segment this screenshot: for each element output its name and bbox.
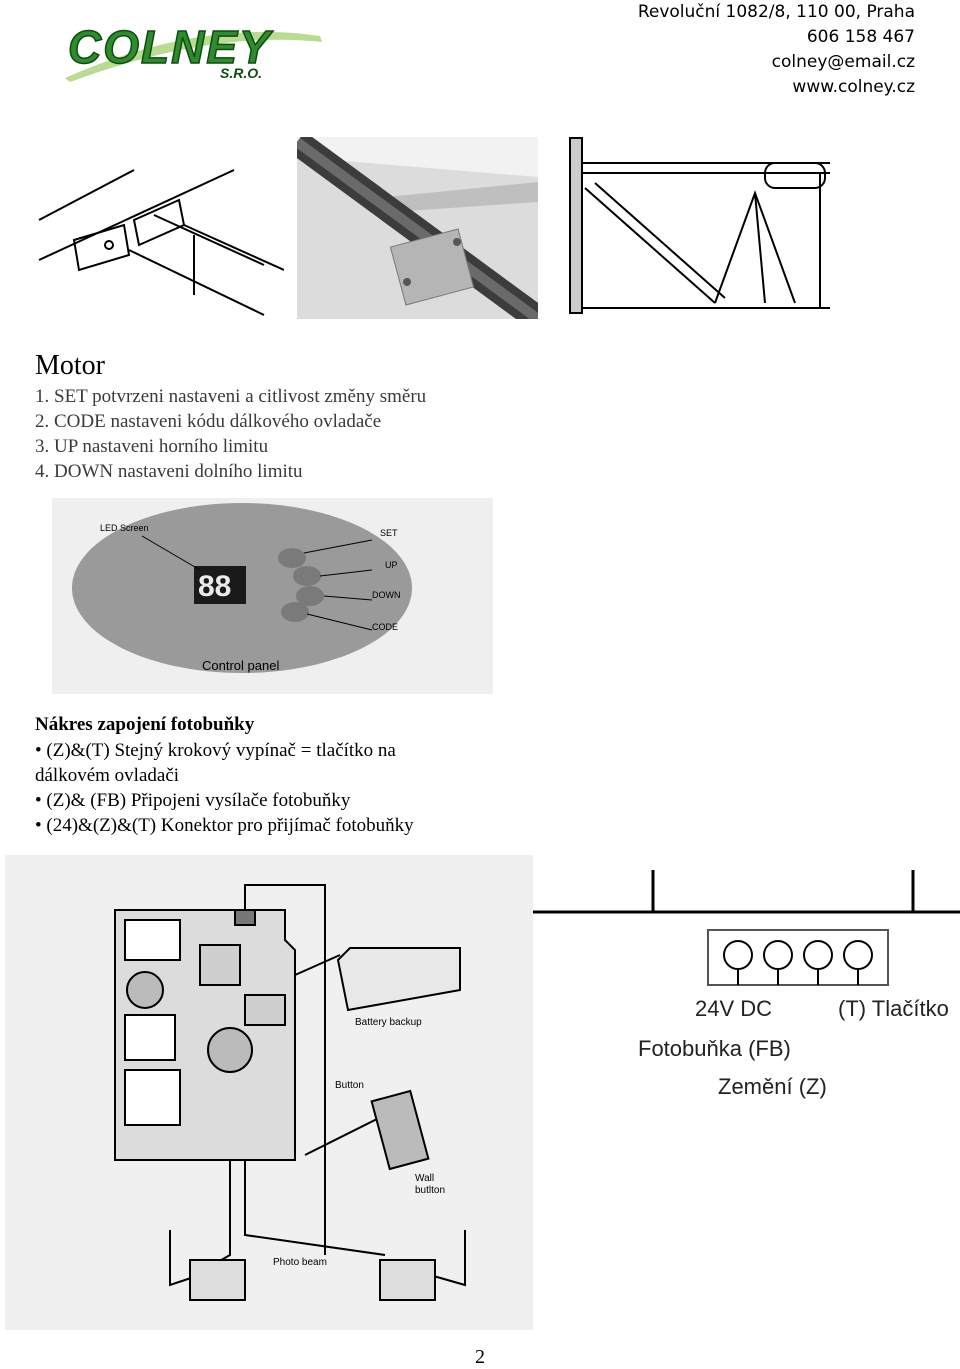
wiring-bullet-2-text: (Z)& (FB) Připojeni vysílače fotobuňky: [46, 790, 351, 811]
up-label: UP: [385, 560, 398, 570]
control-panel-caption: Control panel: [202, 658, 279, 673]
logo-graphic: COLNEY S.R.O.: [65, 20, 322, 82]
contact-info: Revoluční 1082/8, 110 00, Praha 606 158 …: [638, 0, 915, 100]
bracket-drawing: [34, 165, 285, 320]
wall-label: Wall: [415, 1173, 434, 1184]
logo-sub-text: S.R.O.: [220, 65, 262, 81]
wiring-title: Nákres zapojení fotobuňky: [35, 714, 255, 735]
terminal-diagram: 24V DC (T) Tlačítko Fotobuňka (FB) Zeměn…: [533, 860, 960, 1110]
spring-photo: [297, 137, 538, 319]
address: Revoluční 1082/8, 110 00, Praha: [637, 2, 915, 22]
label-ground: Zemění (Z): [718, 1074, 827, 1099]
label-t-button: (T) Tlačítko: [838, 996, 949, 1021]
code-label: CODE: [372, 622, 398, 632]
photo-beam-label: Photo beam: [273, 1257, 327, 1268]
motor-item-4: 4. DOWN nastaveni dolního limitu: [35, 461, 303, 482]
battery-label: Battery backup: [355, 1017, 422, 1028]
email: colney@email.cz: [771, 52, 915, 72]
wall-button-label: butlton: [415, 1185, 445, 1196]
motor-title: Motor: [35, 350, 105, 381]
wiring-bullet-1-cont: dálkovém ovladači: [35, 765, 180, 786]
phone: 606 158 467: [806, 27, 915, 47]
motor-item-2: 2. CODE nastaveni kódu dálkového ovladač…: [35, 411, 382, 432]
wiring-bullet-2: • (Z)& (FB) Připojeni vysílače fotobuňky: [35, 790, 351, 811]
down-label: DOWN: [372, 590, 401, 600]
company-logo: COLNEY S.R.O.: [60, 8, 325, 86]
logo-main-text: COLNEY: [68, 21, 274, 73]
board-wiring-diagram: Battery backup Button Wall butlton Photo…: [5, 855, 533, 1330]
set-label: SET: [380, 528, 398, 538]
page-number: 2: [475, 1346, 485, 1368]
wiring-bullet-3: • (24)&(Z)&(T) Konektor pro přijímač fot…: [35, 815, 414, 836]
wiring-bullet-3-text: (24)&(Z)&(T) Konektor pro přijímač fotob…: [46, 815, 414, 836]
led-screen-label: LED Screen: [100, 523, 149, 533]
motor-item-3: 3. UP nastaveni horního limitu: [35, 436, 269, 457]
label-photocell: Fotobuňka (FB): [638, 1036, 791, 1061]
door-mechanism-drawing: [565, 133, 835, 318]
label-24v-dc: 24V DC: [695, 996, 772, 1021]
wiring-bullet-1-text: (Z)&(T) Stejný krokový vypínač = tlačítk…: [46, 740, 396, 761]
button-label: Button: [335, 1080, 364, 1091]
led-display: 88: [198, 570, 231, 603]
motor-item-1: 1. SET potvrzeni nastaveni a citlivost z…: [35, 386, 427, 407]
wiring-bullet-1: • (Z)&(T) Stejný krokový vypínač = tlačí…: [35, 740, 396, 761]
control-panel-figure: 88 LED Screen SET UP DOWN CODE Control p…: [52, 498, 493, 694]
website: www.colney.cz: [792, 77, 915, 97]
